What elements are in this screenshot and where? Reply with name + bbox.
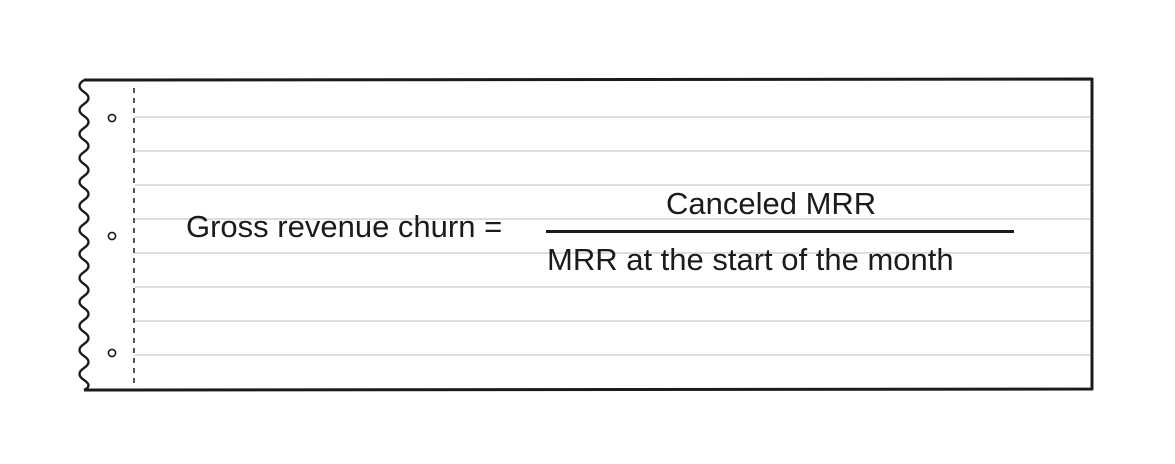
ruled-lines	[135, 116, 1090, 356]
fraction-bar	[546, 230, 1014, 233]
binder-hole-middle	[107, 231, 117, 241]
formula-lhs: Gross revenue churn =	[186, 209, 503, 244]
formula-denominator: MRR at the start of the month	[547, 242, 954, 277]
binder-hole-top	[107, 113, 117, 123]
formula-numerator: Canceled MRR	[666, 186, 877, 221]
binder-hole-bottom	[107, 348, 117, 358]
torn-edge	[78, 79, 90, 392]
card-border	[83, 77, 1094, 392]
